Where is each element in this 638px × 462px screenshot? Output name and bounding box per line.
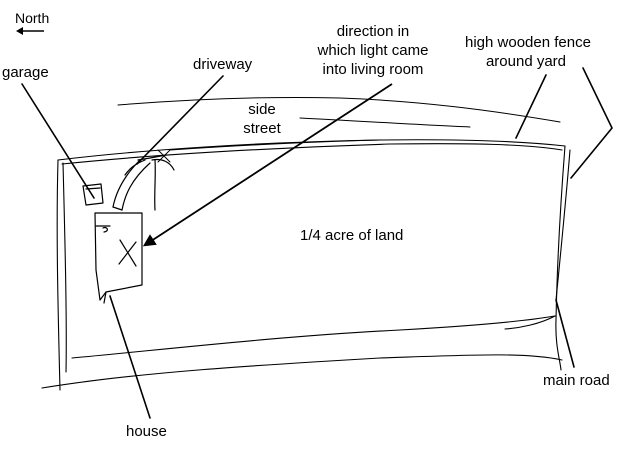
fence-leader [515,74,547,139]
house-label: house [126,423,167,440]
side-street-label: side street [236,100,288,138]
house-shape [94,212,143,304]
garage-shape [82,183,104,206]
fence-label: high wooden fence around yard [465,33,591,71]
side-street-label-line1: side [248,101,276,118]
driveway-leader [136,75,224,165]
garage-leader [21,83,95,199]
lot-outline [41,139,571,391]
light-direction-arrow [142,83,393,247]
light-direction-label-line1: direction in [336,23,410,40]
house-leader [109,295,151,419]
mark-x-icon [157,149,171,163]
fence-label-line2: around yard [485,53,567,70]
leader-lines [21,67,613,419]
main-road-label: main road [543,372,610,389]
side-street-label-line2: street [243,120,281,137]
compass-north-label: North [15,10,50,26]
light-direction-label-line3: into living room [322,61,424,78]
main-road-leader [555,299,575,368]
north-arrow-icon [16,27,44,35]
light-direction-label: direction in which light came into livin… [308,22,438,79]
side-street-lines [117,96,561,151]
fence-bracket [570,67,613,179]
garage-label: garage [2,64,49,81]
fence-label-line1: high wooden fence [465,34,591,51]
land-area-label: 1/4 acre of land [300,227,404,244]
driveway-label: driveway [193,56,253,73]
driveway-shape [112,154,175,211]
light-direction-label-line2: which light came [317,42,429,59]
